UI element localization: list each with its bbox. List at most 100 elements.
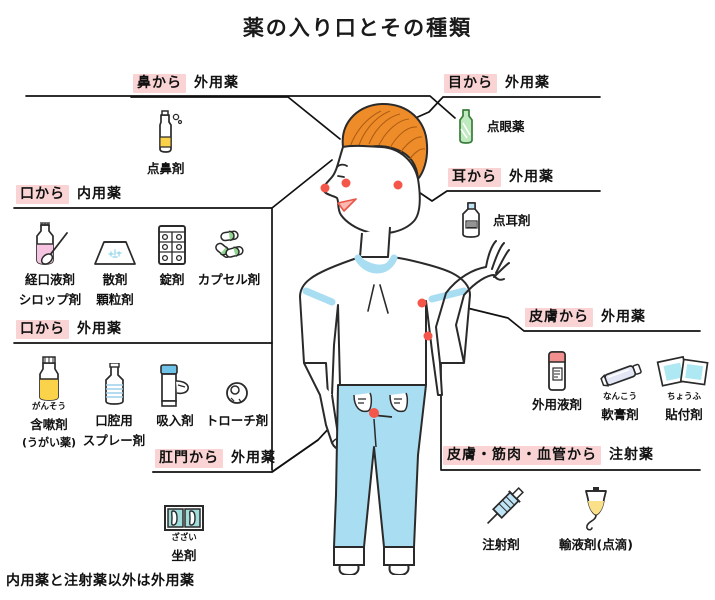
capsule-icon	[209, 222, 249, 268]
group-heading: 皮膚から外用薬	[525, 308, 715, 327]
group-oral-external: 口から外用薬 がんそう 含嗽剤 (うがい薬)	[16, 320, 270, 450]
route-tag: 鼻から	[133, 74, 186, 93]
page-title: 薬の入り口とその種類	[242, 16, 473, 40]
topical-liquid-bottle-icon	[543, 347, 571, 393]
human-figure-illustration	[299, 103, 510, 575]
item-troche[interactable]: トローチ剤	[204, 363, 270, 429]
syringe-icon	[477, 487, 525, 533]
group-heading: 鼻から外用薬	[133, 74, 239, 93]
item-label: カプセル剤	[197, 272, 261, 287]
troche-lozenge-icon	[221, 363, 253, 409]
item-ointment[interactable]: なんこう 軟膏剤	[589, 347, 651, 422]
route-tag: 皮膚から	[525, 308, 593, 327]
powder-packet-icon	[91, 222, 139, 268]
dot-ear	[393, 180, 403, 190]
item-label: 外用液剤	[531, 397, 582, 412]
item-label: 貼付剤	[665, 406, 703, 422]
item-label: 口腔用	[95, 413, 133, 428]
item-nasal-spray[interactable]: 点鼻剤	[147, 110, 185, 177]
category-label: 外用薬	[194, 75, 239, 91]
iv-drip-bag-icon	[574, 487, 618, 533]
item-syringe[interactable]: 注射剤	[461, 487, 541, 553]
item-gargle[interactable]: がんそう 含嗽剤 (うがい薬)	[16, 356, 82, 450]
item-inhaler[interactable]: 吸入剤	[146, 363, 204, 429]
group-eye: 目から外用薬 点眼薬	[444, 74, 550, 147]
route-tag: 口から	[16, 320, 69, 339]
item-suppository[interactable]: ざざい 坐剤	[161, 488, 207, 563]
group-heading: 皮膚・筋肉・血管から注射薬	[443, 446, 654, 465]
category-label: 外用薬	[601, 309, 646, 325]
dot-arm-vein	[423, 331, 433, 341]
group-ear: 耳から外用薬 点耳剤	[448, 168, 554, 241]
item-label: 軟膏剤	[601, 406, 639, 422]
item-label: 吸入剤	[156, 413, 194, 428]
item-label: 錠剤	[159, 272, 185, 287]
group-injection: 皮膚・筋肉・血管から注射薬 注射剤	[443, 446, 654, 553]
dot-eye	[341, 178, 351, 188]
item-label: 点眼薬	[487, 118, 525, 134]
item-label: 含嗽剤	[30, 416, 68, 432]
group-heading: 耳から外用薬	[448, 168, 554, 187]
item-ruby: ちょうふ	[666, 392, 701, 402]
group-heading: 目から外用薬	[444, 74, 550, 93]
item-patch[interactable]: ちょうふ 貼付剤	[651, 347, 715, 422]
item-label: 経口液剤	[24, 272, 75, 287]
item-label: 輸液剤(点滴)	[559, 537, 633, 552]
gargle-bottle-icon	[32, 356, 66, 403]
item-ruby: なんこう	[602, 392, 637, 402]
item-syrup[interactable]: 経口液剤 シロップ剤	[16, 222, 84, 308]
ointment-tube-icon	[595, 347, 645, 393]
group-heading: 口から外用薬	[16, 320, 270, 339]
item-ruby: ざざい	[171, 533, 197, 543]
item-powder[interactable]: 散剤 顆粒剤	[84, 222, 146, 308]
category-label: 外用薬	[77, 321, 122, 337]
group-heading: 肛門から外用薬	[155, 449, 276, 468]
item-label: 注射剤	[482, 537, 520, 552]
syrup-bottle-spoon-icon	[27, 222, 73, 268]
suppository-pack-icon	[161, 488, 207, 534]
item-sublabel: 顆粒剤	[96, 291, 134, 307]
item-ruby: がんそう	[31, 402, 66, 412]
item-tablet[interactable]: 錠剤	[146, 222, 198, 288]
item-label: 坐剤	[171, 547, 197, 563]
inhaler-icon	[153, 363, 197, 409]
tablet-blister-pack-icon	[154, 222, 190, 268]
group-nose: 鼻から外用薬 点鼻剤	[133, 74, 239, 177]
item-label: 散剤	[102, 272, 128, 287]
item-sublabel: (うがい薬)	[21, 436, 77, 450]
eye-drop-bottle-icon	[452, 107, 480, 147]
item-label: トローチ剤	[205, 413, 269, 428]
category-label: 内用薬	[77, 186, 122, 202]
route-tag: 目から	[444, 74, 497, 93]
item-capsule[interactable]: カプセル剤	[198, 222, 260, 288]
item-iv-drip[interactable]: 輸液剤(点滴)	[541, 487, 651, 553]
dot-hip	[369, 408, 379, 418]
dot-arm-skin	[417, 298, 427, 308]
ear-drop-bottle-icon	[456, 201, 486, 241]
group-heading: 口から内用薬	[16, 185, 260, 204]
group-skin: 皮膚から外用薬 外用液剤	[525, 308, 715, 422]
item-sublabel: シロップ剤	[18, 291, 82, 307]
nasal-spray-bottle-icon	[149, 110, 183, 157]
route-tag: 耳から	[448, 168, 501, 187]
route-tag: 肛門から	[155, 449, 223, 468]
route-tag: 口から	[16, 185, 69, 204]
category-label: 注射薬	[609, 447, 654, 463]
category-label: 外用薬	[509, 169, 554, 185]
category-label: 外用薬	[231, 450, 276, 466]
dot-nose	[320, 183, 330, 193]
item-topical-liquid[interactable]: 外用液剤	[525, 347, 589, 413]
item-eye-drops[interactable]: 点眼薬	[452, 107, 525, 147]
item-ear-drops[interactable]: 点耳剤	[456, 201, 531, 241]
item-label: 点鼻剤	[147, 161, 185, 176]
patch-plaster-icon	[656, 347, 712, 393]
group-anus: 肛門から外用薬 ざざい 坐剤	[155, 449, 276, 563]
group-oral-internal: 口から内用薬 経口液剤 シロップ剤	[16, 185, 260, 308]
route-tag: 皮膚・筋肉・血管から	[443, 446, 601, 465]
item-label: 点耳剤	[493, 212, 531, 228]
item-oral-spray[interactable]: 口腔用 スプレー剤	[82, 363, 146, 449]
footnote: 内用薬と注射薬以外は外用薬	[6, 573, 195, 589]
oral-spray-icon	[97, 363, 131, 409]
item-sublabel: スプレー剤	[82, 432, 146, 448]
